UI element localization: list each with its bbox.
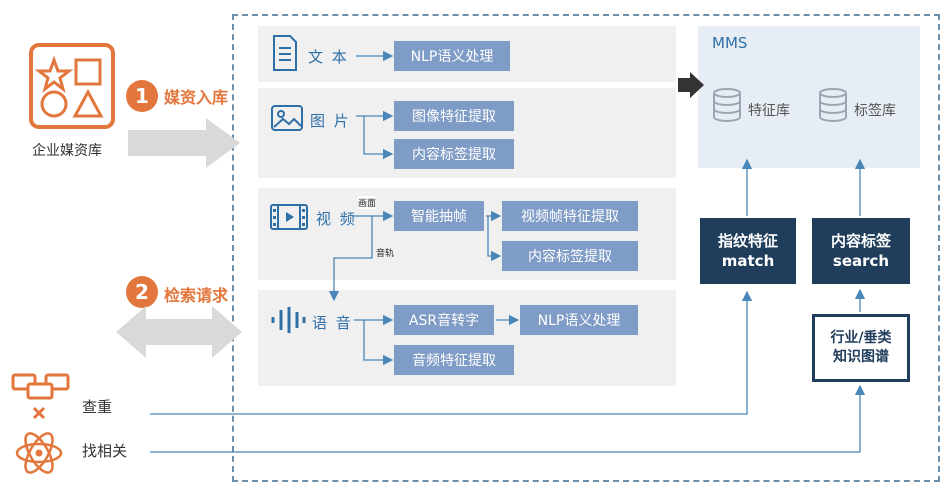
text-label: 文 本 <box>308 48 349 66</box>
fingerprint-match-box: 指纹特征 match <box>700 218 796 284</box>
voice-label: 语 音 <box>312 314 353 332</box>
content-tag-line1: 内容标签 <box>830 232 891 250</box>
audio-track-label: 音轨 <box>376 249 395 259</box>
media-library-label: 企业媒资库 <box>32 143 102 159</box>
content-tag-line2: search <box>832 252 890 270</box>
tag-db-icon <box>818 88 848 122</box>
feature-db-icon <box>712 88 742 122</box>
mms-title: MMS <box>712 34 748 52</box>
voice-nlp-box: NLP语义处理 <box>520 305 638 335</box>
video-film-icon <box>270 204 308 230</box>
processing-boundary <box>232 14 940 482</box>
media-library-icon <box>28 42 116 130</box>
image-feature-box: 图像特征提取 <box>394 101 514 131</box>
voice-waveform-icon <box>270 306 306 334</box>
text-doc-icon <box>272 34 298 72</box>
image-picture-icon <box>270 104 304 132</box>
frame-label: 画面 <box>358 196 377 209</box>
video-frame-extract-box: 智能抽帧 <box>394 201 484 231</box>
request-double-arrow-icon <box>116 306 242 358</box>
video-tag-box: 内容标签提取 <box>502 241 638 271</box>
step-1-title: 媒资入库 <box>164 88 229 107</box>
knowledge-line2: 知识图谱 <box>833 349 889 365</box>
image-label: 图 片 <box>310 112 351 130</box>
step-2-title: 检索请求 <box>164 286 229 305</box>
image-tag-box: 内容标签提取 <box>394 139 514 169</box>
voice-feature-box: 音频特征提取 <box>394 345 514 375</box>
step-2-badge: 2 <box>126 276 158 308</box>
fingerprint-line1: 指纹特征 <box>717 232 778 250</box>
related-label: 找相关 <box>82 442 128 460</box>
related-atom-icon <box>14 428 64 478</box>
fingerprint-line2: match <box>721 252 775 270</box>
knowledge-graph-box: 行业/垂类 知识图谱 <box>812 314 910 382</box>
content-tag-search-box: 内容标签 search <box>812 218 910 284</box>
knowledge-line1: 行业/垂类 <box>830 330 892 346</box>
ingest-arrow-icon <box>128 118 240 168</box>
mms-input-arrow-icon <box>678 72 704 98</box>
voice-asr-box: ASR音转字 <box>394 305 494 335</box>
tag-db-label: 标签库 <box>854 103 896 119</box>
video-label: 视 频 <box>316 210 357 228</box>
text-nlp-box: NLP语义处理 <box>394 41 510 71</box>
dedupe-label: 查重 <box>82 398 113 416</box>
feature-db-label: 特征库 <box>748 103 790 119</box>
step-1-badge: 1 <box>126 80 158 112</box>
video-frame-feature-box: 视频帧特征提取 <box>502 201 638 231</box>
dedupe-icon <box>10 372 72 424</box>
